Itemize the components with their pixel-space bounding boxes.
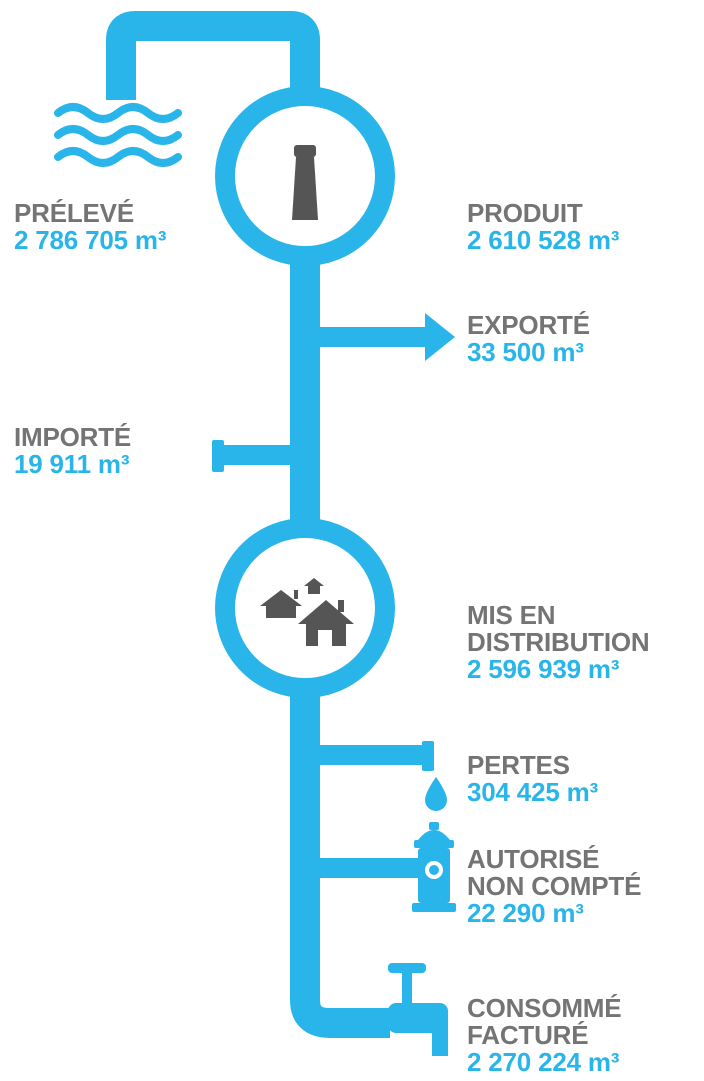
importe-name: IMPORTÉ	[14, 422, 132, 452]
export-arrow-icon	[425, 313, 455, 361]
consomme-name-2: FACTURÉ	[467, 1020, 589, 1050]
water-waves-icon	[54, 103, 182, 167]
preleve-name: PRÉLEVÉ	[14, 198, 134, 228]
produit-value: 2 610 528 m³	[467, 225, 620, 255]
autorise-value: 22 290 m³	[467, 898, 584, 928]
joint	[288, 682, 322, 696]
joint	[290, 730, 320, 782]
label-autorise: AUTORISÉ NON COMPTÉ 22 290 m³	[467, 846, 641, 927]
label-distribution: MIS EN DISTRIBUTION 2 596 939 m³	[467, 600, 650, 684]
importe-value: 19 911 m³	[14, 449, 130, 479]
exporte-name: EXPORTÉ	[467, 310, 590, 340]
joint	[290, 845, 320, 895]
label-consomme: CONSOMMÉ FACTURÉ 2 270 224 m³	[467, 993, 622, 1077]
label-pertes: PERTES 304 425 m³	[467, 752, 598, 806]
joint	[288, 250, 322, 264]
autorise-name-2: NON COMPTÉ	[467, 871, 642, 901]
houses-icon	[260, 578, 354, 646]
water-drop-icon	[425, 777, 447, 811]
joint	[288, 88, 322, 102]
joint	[290, 430, 320, 482]
produit-name: PRODUIT	[467, 198, 583, 228]
label-preleve: PRÉLEVÉ 2 786 705 m³	[14, 200, 166, 254]
distribution-tank	[215, 518, 395, 698]
autorise-name-1: AUTORISÉ	[467, 844, 600, 874]
label-importe: IMPORTÉ 19 911 m³	[14, 424, 131, 478]
consomme-name-1: CONSOMMÉ	[467, 993, 622, 1023]
intake-pipe	[106, 11, 320, 100]
pertes-name: PERTES	[467, 750, 570, 780]
joint	[422, 741, 434, 771]
label-exporte: EXPORTÉ 33 500 m³	[467, 312, 590, 366]
joint	[288, 520, 322, 534]
distribution-name-1: MIS EN	[467, 600, 556, 630]
pertes-value: 304 425 m³	[467, 777, 598, 807]
joint	[290, 315, 320, 363]
preleve-value: 2 786 705 m³	[14, 225, 167, 255]
faucet-icon	[388, 963, 448, 1056]
exporte-value: 33 500 m³	[467, 337, 584, 367]
distribution-value: 2 596 939 m³	[467, 654, 620, 684]
distribution-name-2: DISTRIBUTION	[467, 627, 650, 657]
label-produit: PRODUIT 2 610 528 m³	[467, 200, 619, 254]
water-tower-icon	[292, 145, 318, 220]
consomme-value: 2 270 224 m³	[467, 1047, 620, 1077]
fire-hydrant-icon	[412, 822, 456, 912]
main-pipe-lower	[290, 688, 390, 1038]
joint	[212, 440, 224, 472]
